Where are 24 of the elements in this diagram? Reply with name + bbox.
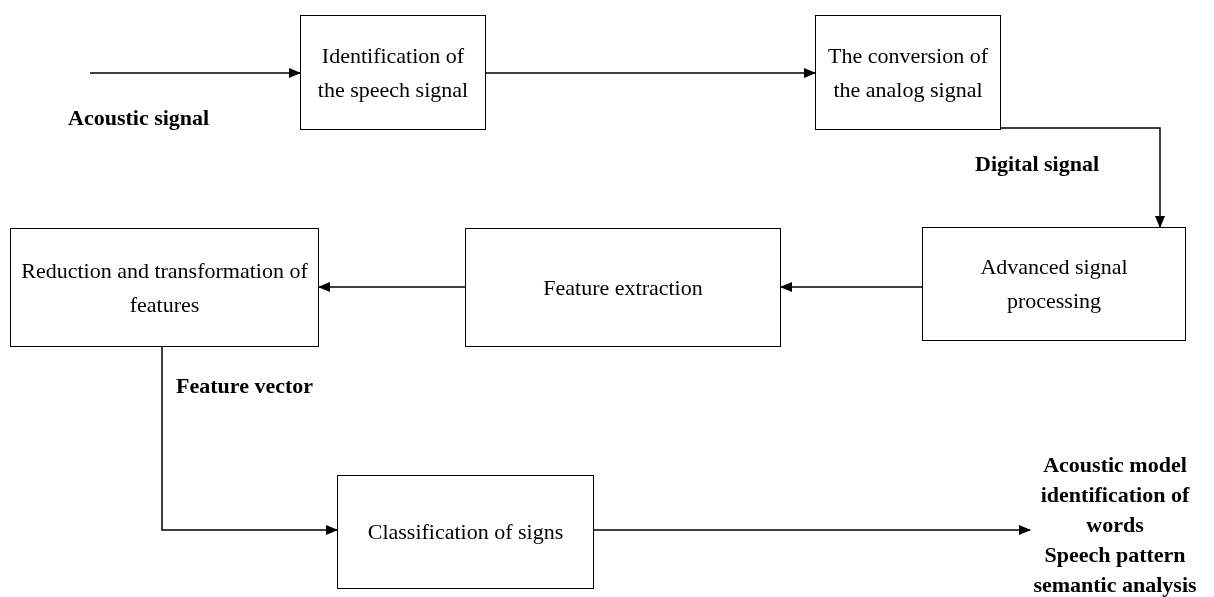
box-label: Advanced signal processing <box>979 253 1129 315</box>
arrow <box>593 525 1031 535</box>
box-label: Reduction and transformation of features <box>20 256 309 319</box>
output-label: Acoustic model identification of words <box>1039 451 1191 539</box>
box-label: Classification of signs <box>367 518 564 546</box>
arrow <box>485 68 816 78</box>
process-box <box>922 227 1186 341</box>
process-box <box>815 15 1001 130</box>
process-box <box>300 15 486 130</box>
edge-label: Digital signal <box>975 150 1100 178</box>
arrow <box>1000 127 1165 228</box>
edge-label: Acoustic signal <box>68 104 210 132</box>
arrow <box>318 282 466 292</box>
output-label: Speech pattern semantic analysis <box>1032 541 1198 597</box>
edge-label: Feature vector <box>176 372 314 400</box>
process-box <box>337 475 594 589</box>
box-label: Identification of the speech signal <box>316 41 470 104</box>
box-label: Feature extraction <box>543 273 703 302</box>
process-box <box>10 228 319 347</box>
process-box <box>465 228 781 347</box>
arrow <box>89 68 301 78</box>
arrow <box>780 282 923 292</box>
box-label: The conversion of the analog signal <box>826 41 990 104</box>
arrow <box>161 346 338 535</box>
